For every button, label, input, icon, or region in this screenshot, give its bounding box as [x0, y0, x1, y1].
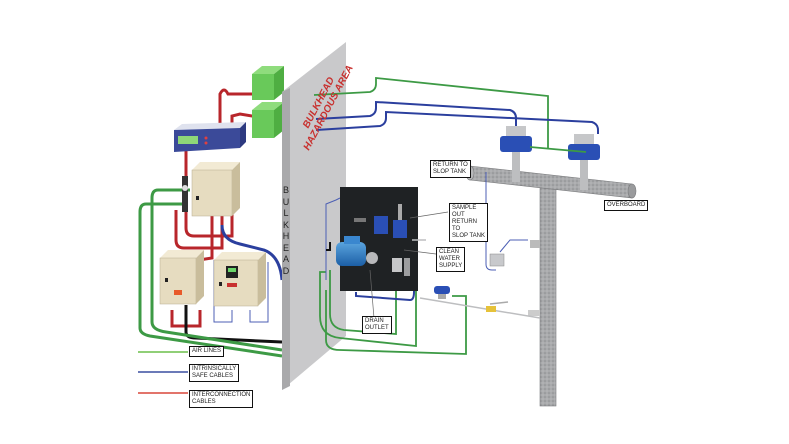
cabinet-main — [191, 162, 240, 217]
bulkhead-vertical-label: B U L K H E A D — [282, 185, 290, 276]
clean-water-line — [412, 239, 541, 319]
regulator — [182, 176, 188, 212]
air-lines-right — [313, 77, 587, 355]
callout-sample-out: SAMPLE OUT RETURN TO SLOP TANK — [449, 203, 489, 242]
callout-leaders — [369, 211, 449, 319]
callout-clean-water-supply: CLEAN WATER SUPPLY — [436, 247, 466, 272]
legend-air-lines: AIR LINES — [189, 346, 225, 357]
cabinet-right — [213, 252, 266, 307]
filter-housing — [392, 258, 410, 276]
air-lines-left — [138, 188, 283, 358]
green-junction-box-upper — [252, 66, 284, 100]
actuated-ball-valve — [434, 286, 450, 299]
callout-overboard: OVERBOARD — [604, 200, 649, 211]
callout-drain-outlet: DRAIN OUTLET — [362, 316, 392, 334]
control-unit — [174, 122, 246, 152]
legend-intrinsically-safe-cables: INTRINSICALLY SAFE CABLES — [189, 364, 240, 382]
green-junction-box-lower — [252, 102, 284, 138]
pump-motor — [326, 236, 378, 266]
callout-return-to-slop-tank: RETURN TO SLOP TANK — [430, 160, 471, 178]
junction-box-device — [489, 253, 505, 267]
intrinsically-safe-cables-left — [220, 224, 284, 281]
actuated-valve-left — [500, 126, 532, 182]
intrinsically-safe-thin-right — [325, 172, 528, 280]
hand-valve — [486, 301, 509, 312]
legend-interconnection-cables: INTERCONNECTION CABLES — [189, 390, 254, 408]
cabinet-left — [159, 250, 204, 305]
intrinsically-safe-cables-right — [315, 100, 599, 302]
pipe-assembly — [465, 165, 637, 407]
